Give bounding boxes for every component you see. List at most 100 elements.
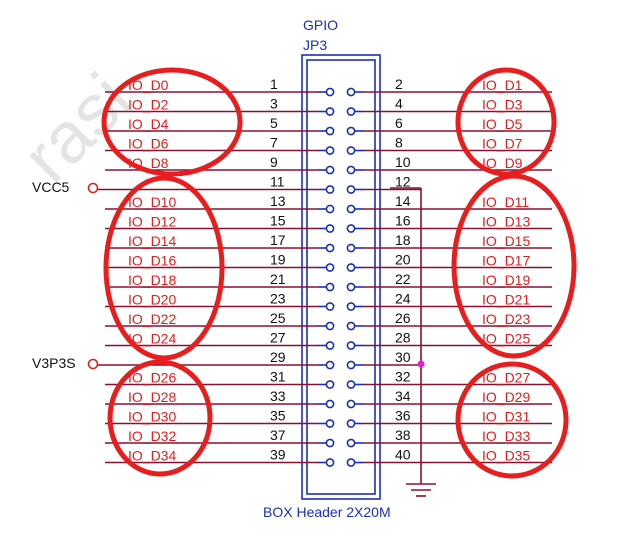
pin-number-right: 8 (395, 135, 403, 151)
pin-right (346, 321, 356, 331)
watermark: rasi (8, 59, 147, 198)
v3p3s-label: V3P3S (32, 355, 76, 371)
pin-right (346, 87, 356, 97)
pin-left (325, 419, 335, 428)
pin-number-right: 24 (395, 291, 411, 307)
signal-label-left: IO_D16 (128, 253, 176, 269)
signal-label-left: IO_D26 (128, 370, 176, 386)
signal-label-right: IO_D9 (482, 155, 523, 171)
pin-number-right: 32 (395, 369, 411, 385)
signal-label-left: IO_D20 (128, 292, 176, 308)
highlight-ring-right-mid (451, 173, 577, 359)
pin-left (325, 282, 335, 292)
pin-number-right: 6 (395, 115, 403, 131)
signal-label-left: IO_D10 (128, 194, 176, 210)
signal-label-right: IO_D31 (482, 409, 530, 425)
pin-left (325, 126, 335, 136)
pin-right (346, 282, 356, 292)
signal-label-right: IO_D7 (482, 136, 523, 152)
signal-label-right: IO_D33 (482, 428, 530, 444)
pin-number-right: 4 (395, 96, 403, 112)
signal-label-right: IO_D11 (482, 194, 529, 210)
pin-left (325, 438, 335, 448)
pin-left (325, 341, 335, 350)
pin-number-left: 39 (270, 447, 286, 463)
pin-number-left: 21 (270, 271, 286, 287)
pin-number-right: 38 (395, 427, 411, 443)
pin-number-right: 36 (395, 408, 411, 424)
pin-number-left: 13 (270, 193, 286, 209)
pin-number-left: 3 (270, 96, 278, 112)
signal-label-left: IO_D28 (128, 389, 176, 405)
highlight-ring-right-bot (455, 361, 569, 479)
signal-label-left: IO_D34 (128, 448, 176, 464)
pin-number-left: 1 (270, 76, 278, 92)
pin-right (346, 263, 356, 272)
pin-number-right: 40 (395, 447, 411, 463)
pin-number-left: 15 (270, 213, 286, 229)
signal-label-left: IO_D0 (128, 77, 169, 93)
pin-right (346, 341, 356, 350)
pin-right (346, 419, 356, 428)
signal-label-left: IO_D4 (128, 116, 169, 132)
signal-label-right: IO_D17 (482, 253, 530, 269)
pin-number-right: 26 (395, 310, 411, 326)
pin-left (325, 380, 335, 389)
pin-right (346, 107, 356, 116)
pin-right (346, 399, 356, 409)
signal-label-right: IO_D1 (482, 77, 523, 93)
highlight-ring-left-top (101, 67, 243, 177)
junction-dot (417, 360, 425, 368)
pin-number-right: 20 (395, 252, 411, 268)
pin-number-left: 5 (270, 115, 278, 131)
pin-right (346, 458, 356, 467)
signal-label-right: IO_D19 (482, 272, 530, 288)
pin-right (346, 224, 356, 233)
pin-number-right: 22 (395, 271, 411, 287)
pin-rows: 1IO_D03IO_D25IO_D47IO_D69IO_D81113IO_D10… (98, 76, 552, 467)
pin-number-left: 37 (270, 427, 286, 443)
pin-left (325, 185, 335, 194)
pin-left (325, 360, 335, 370)
header-ref: JP3 (303, 37, 327, 53)
pin-right (346, 204, 356, 214)
highlight-ring-right-top (455, 67, 557, 177)
pin-number-left: 29 (270, 349, 286, 365)
signal-label-right: IO_D21 (482, 292, 530, 308)
signal-label-left: IO_D24 (128, 331, 176, 347)
pin-number-left: 33 (270, 388, 286, 404)
signal-label-left: IO_D18 (128, 272, 176, 288)
pin-number-right: 28 (395, 330, 411, 346)
pin-right (346, 360, 356, 370)
header-body-outer (301, 54, 381, 500)
pin-number-left: 17 (270, 232, 286, 248)
pin-number-left: 19 (270, 252, 286, 268)
pin-number-right: 14 (395, 193, 411, 209)
pin-number-right: 10 (395, 154, 411, 170)
signal-label-left: IO_D6 (128, 136, 169, 152)
signal-label-right: IO_D5 (482, 116, 523, 132)
vcc5-terminal (87, 182, 99, 194)
pin-left (325, 263, 335, 272)
pin-left (325, 165, 335, 175)
signal-label-left: IO_D2 (128, 97, 169, 113)
pin-right (346, 165, 356, 175)
vcc5-label: VCC5 (32, 179, 70, 195)
pin-right (346, 243, 356, 253)
pin-number-left: 11 (270, 174, 285, 190)
signal-label-right: IO_D29 (482, 389, 530, 405)
pin-number-right: 30 (395, 349, 411, 365)
pin-right (346, 126, 356, 136)
signal-label-right: IO_D35 (482, 448, 530, 464)
pin-number-right: 34 (395, 388, 411, 404)
pin-number-left: 31 (270, 369, 286, 385)
pin-right (346, 302, 356, 311)
pin-number-right: 2 (395, 76, 403, 92)
pin-left (325, 107, 335, 116)
pin-left (325, 458, 335, 467)
pin-number-left: 25 (270, 310, 286, 326)
pin-number-left: 27 (270, 330, 286, 346)
header-title: GPIO (303, 17, 338, 33)
signal-label-left: IO_D14 (128, 233, 176, 249)
part-number: BOX Header 2X20M (263, 504, 391, 520)
